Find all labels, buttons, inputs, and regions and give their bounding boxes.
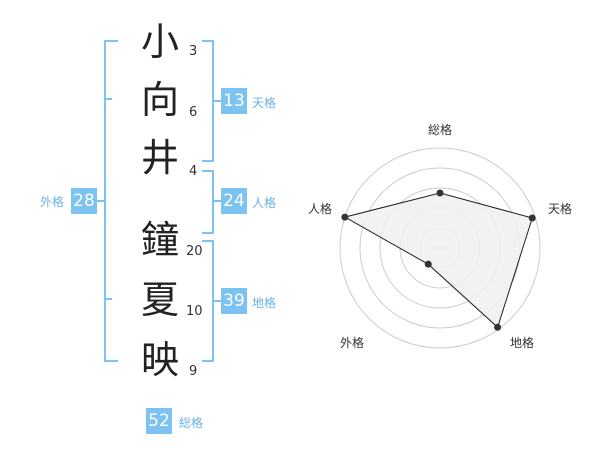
- tenkaku-connector: [213, 100, 221, 102]
- radar-label-gaikaku: 外格: [340, 336, 365, 350]
- name-char-2: 向: [140, 78, 179, 122]
- gaikaku-bracket-tick-1: [104, 98, 112, 100]
- name-char-3: 井: [140, 136, 179, 180]
- gaikaku-badge: 28: [71, 188, 97, 214]
- stroke-count-4: 20: [186, 244, 203, 259]
- gaikaku-bracket: [104, 40, 118, 362]
- name-char-6: 映: [140, 338, 179, 382]
- stroke-count-6: 9: [189, 364, 198, 379]
- stroke-count-2: 6: [189, 105, 198, 120]
- name-char-4: 鐘: [140, 218, 179, 262]
- gaikaku-bracket-connector: [96, 200, 105, 202]
- radar-polygon: [343, 192, 533, 329]
- radar-point-5: [341, 213, 349, 221]
- name-char-5: 夏: [140, 278, 179, 322]
- gaikaku-bracket-tick-2: [104, 298, 112, 300]
- stroke-count-1: 3: [189, 44, 198, 59]
- radar-grid-ring-5: [339, 147, 541, 349]
- tenkaku-label: 天格: [252, 96, 277, 110]
- gaikaku-label: 外格: [40, 195, 65, 209]
- radar-point-1: [436, 189, 444, 197]
- jinkaku-badge: 24: [221, 188, 247, 214]
- soukaku-label: 総格: [179, 416, 204, 430]
- radar-point-3: [494, 323, 502, 331]
- radar-label-chikaku: 地格: [510, 336, 535, 350]
- radar-label-tenkaku: 天格: [548, 202, 573, 216]
- radar-point-2: [528, 214, 536, 222]
- name-char-1: 小: [140, 20, 179, 64]
- soukaku-badge: 52: [146, 408, 172, 434]
- stroke-count-3: 4: [189, 164, 198, 179]
- chikaku-connector: [213, 300, 221, 302]
- stroke-count-5: 10: [186, 304, 203, 319]
- radar-label-soukaku: 総格: [428, 123, 453, 137]
- jinkaku-bracket: [202, 170, 214, 234]
- radar-point-4: [424, 260, 432, 268]
- chikaku-badge: 39: [221, 288, 247, 314]
- radar-label-jinkaku: 人格: [308, 202, 333, 216]
- jinkaku-connector: [213, 200, 221, 202]
- chikaku-label: 地格: [252, 296, 277, 310]
- tenkaku-badge: 13: [221, 88, 247, 114]
- jinkaku-label: 人格: [252, 196, 277, 210]
- radar-points: [341, 189, 536, 331]
